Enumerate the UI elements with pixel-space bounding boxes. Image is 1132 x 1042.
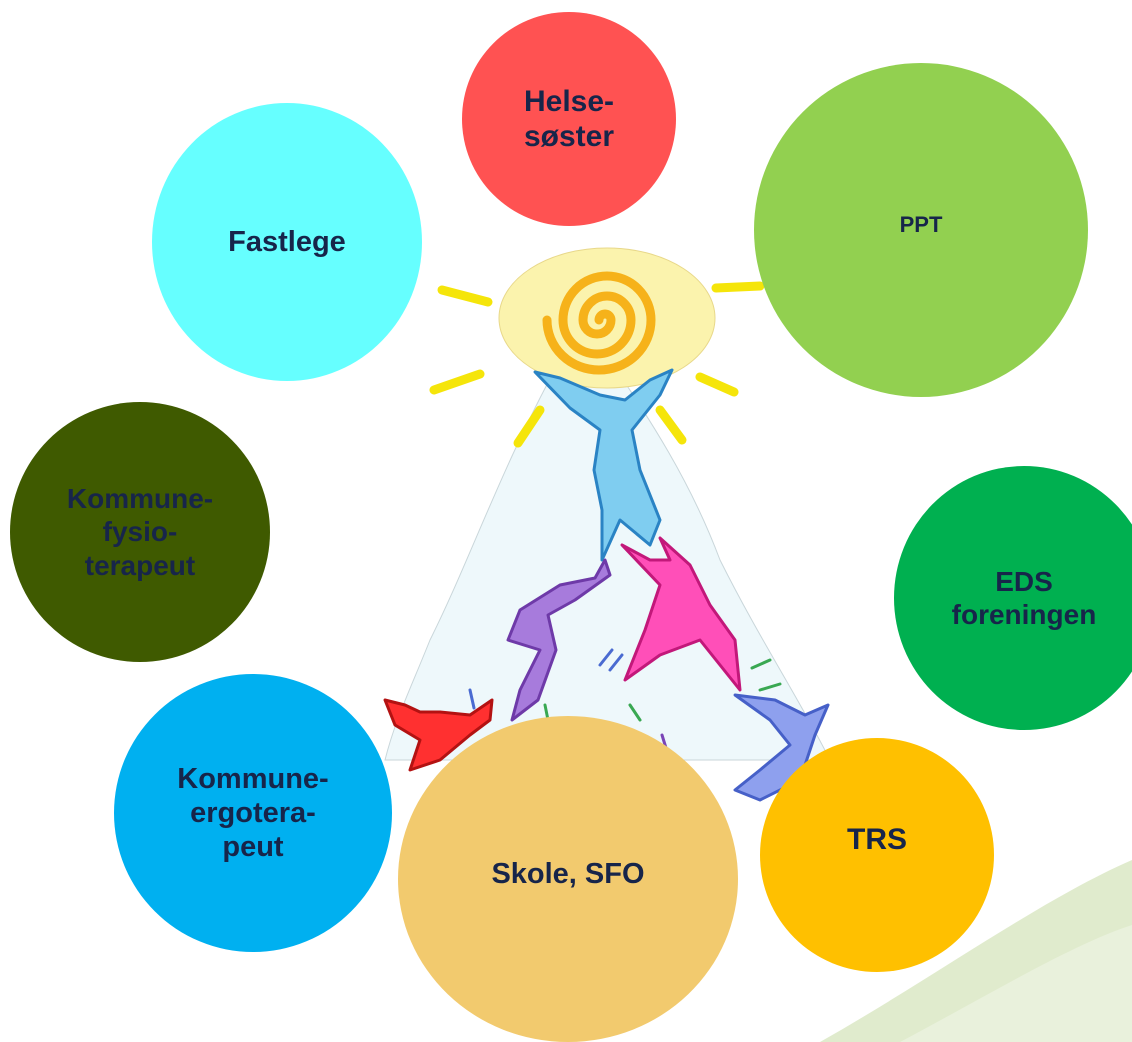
circle-ppt: PPT	[754, 63, 1088, 397]
circle-label-helsesoster: Helse- søster	[523, 84, 615, 153]
circle-label-ppt: PPT	[899, 212, 943, 238]
circle-label-eds-foreningen: EDS foreningen	[951, 565, 1097, 630]
blue-figure	[533, 368, 674, 562]
circle-eds-foreningen: EDS foreningen	[894, 466, 1132, 730]
sun-spiral	[542, 271, 656, 375]
circle-skole-sfo: Skole, SFO	[398, 716, 738, 1042]
circle-label-kommune-fysioterapeut: Kommune- fysio- terapeut	[66, 483, 214, 581]
pink-figure	[620, 536, 742, 692]
circle-fastlege: Fastlege	[152, 103, 422, 381]
circle-label-trs: TRS	[847, 823, 907, 857]
circle-helsesoster: Helse- søster	[462, 12, 676, 226]
circle-kommune-ergoterapeut: Kommune- ergotera- peut	[114, 674, 392, 952]
circle-label-skole-sfo: Skole, SFO	[491, 857, 645, 890]
circle-kommune-fysioterapeut: Kommune- fysio- terapeut	[10, 402, 270, 662]
motion-marks	[468, 648, 782, 750]
purple-figure	[506, 558, 612, 722]
red-figure	[383, 698, 494, 772]
circle-label-fastlege: Fastlege	[228, 225, 346, 258]
circle-trs: TRS	[760, 738, 994, 972]
circle-label-kommune-ergoterapeut: Kommune- ergotera- peut	[177, 762, 329, 864]
sun-rays	[429, 281, 765, 448]
